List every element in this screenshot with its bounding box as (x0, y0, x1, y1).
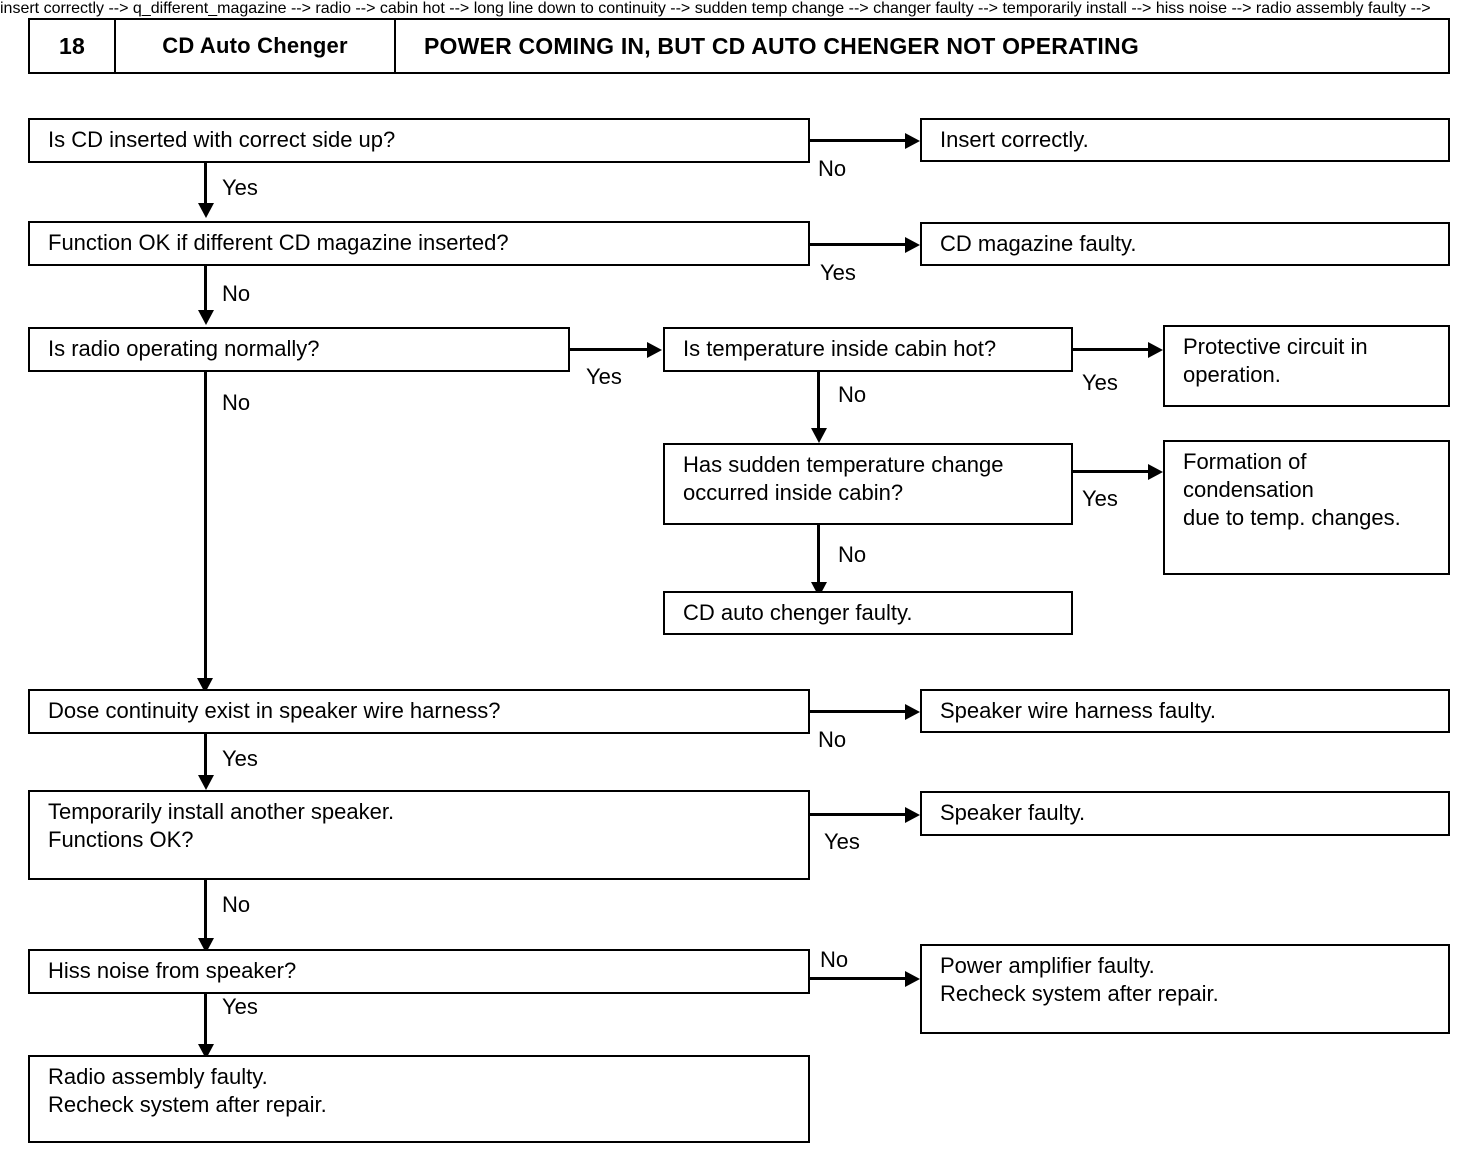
edge-label-radio-no: No (222, 390, 251, 415)
edge-sudden-temp-no-line (817, 525, 820, 587)
edge-label-cd-inserted-yes: Yes (222, 175, 258, 200)
edge-continuity-no-arrow (905, 704, 920, 720)
edge-cd-inserted-yes-arrow (198, 203, 214, 218)
edge-label-another-speaker-yes: Yes (824, 829, 860, 854)
edge-cabin-hot-yes-line (1071, 348, 1151, 351)
edge-label-radio-yes: Yes (586, 364, 622, 389)
edge-hiss-no-line (808, 977, 908, 980)
edge-cd-inserted-no-line (808, 139, 908, 142)
edge-another-speaker-yes-line (808, 813, 908, 816)
node-r-insert-correctly: Insert correctly. (920, 118, 1450, 162)
node-q-hiss-noise: Hiss noise from speaker? (28, 949, 810, 994)
edge-label-sudden-temp-yes: Yes (1082, 486, 1118, 511)
edge-magazine-no-line (204, 266, 207, 314)
node-r-power-amp-faulty: Power amplifier faulty. Recheck system a… (920, 944, 1450, 1034)
node-r-condensation: Formation of condensation due to temp. c… (1163, 440, 1450, 575)
header-symptom-title: POWER COMING IN, BUT CD AUTO CHENGER NOT… (424, 32, 1139, 59)
chart-header: 18 CD Auto Chenger POWER COMING IN, BUT … (28, 18, 1450, 74)
header-system-name: CD Auto Chenger (116, 20, 396, 72)
edge-label-another-speaker-no: No (222, 892, 251, 917)
node-r-radio-assembly-faulty: Radio assembly faulty. Recheck system af… (28, 1055, 810, 1143)
edge-label-magazine-no: No (222, 281, 251, 306)
node-q-cabin-hot: Is temperature inside cabin hot? (663, 327, 1073, 372)
edge-label-hiss-no: No (820, 947, 849, 972)
node-q-sudden-temp-change: Has sudden temperature change occurred i… (663, 443, 1073, 525)
node-q-another-speaker: Temporarily install another speaker. Fun… (28, 790, 810, 880)
edge-sudden-temp-yes-arrow (1148, 464, 1163, 480)
edge-cabin-hot-yes-arrow (1148, 342, 1163, 358)
node-q-cd-inserted: Is CD inserted with correct side up? (28, 118, 810, 163)
edge-label-cabin-hot-no: No (838, 382, 867, 407)
edge-cd-inserted-yes-line (204, 163, 207, 207)
edge-hiss-no-arrow (905, 971, 920, 987)
edge-continuity-no-line (808, 710, 908, 713)
node-r-harness-faulty: Speaker wire harness faulty. (920, 689, 1450, 733)
edge-label-continuity-no: No (818, 727, 847, 752)
edge-cabin-hot-no-line (817, 372, 820, 434)
node-q-different-magazine: Function OK if different CD magazine ins… (28, 221, 810, 266)
edge-magazine-yes-arrow (905, 237, 920, 253)
edge-magazine-no-arrow (198, 310, 214, 325)
edge-label-continuity-yes: Yes (222, 746, 258, 771)
edge-radio-yes-arrow (647, 342, 662, 358)
edge-label-sudden-temp-no: No (838, 542, 867, 567)
edge-sudden-temp-yes-line (1071, 470, 1151, 473)
edge-magazine-yes-line (808, 243, 908, 246)
edge-continuity-yes-line (204, 734, 207, 779)
edge-hiss-yes-line (204, 994, 207, 1050)
edge-another-speaker-no-line (204, 880, 207, 942)
edge-label-magazine-yes: Yes (820, 260, 856, 285)
node-q-speaker-continuity: Dose continuity exist in speaker wire ha… (28, 689, 810, 734)
edge-cd-inserted-no-arrow (905, 133, 920, 149)
edge-label-cd-inserted-no: No (818, 156, 847, 181)
edge-another-speaker-yes-arrow (905, 807, 920, 823)
edge-label-hiss-yes: Yes (222, 994, 258, 1019)
edge-label-cabin-hot-yes: Yes (1082, 370, 1118, 395)
edge-radio-yes-line (568, 348, 650, 351)
node-r-speaker-faulty: Speaker faulty. (920, 791, 1450, 836)
edge-cabin-hot-no-arrow (811, 428, 827, 443)
header-number: 18 (30, 20, 116, 72)
node-r-changer-faulty: CD auto chenger faulty. (663, 591, 1073, 635)
node-r-protective-circuit: Protective circuit in operation. (1163, 325, 1450, 407)
edge-radio-no-line (204, 372, 207, 690)
edge-continuity-yes-arrow (198, 775, 214, 790)
node-q-radio-normal: Is radio operating normally? (28, 327, 570, 372)
node-r-magazine-faulty: CD magazine faulty. (920, 222, 1450, 266)
